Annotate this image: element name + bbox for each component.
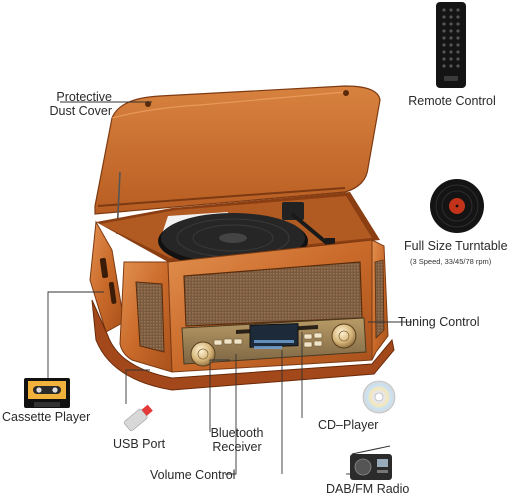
radio-display [249,323,299,348]
volume-knob [190,341,216,367]
label-dust-cover-line1: Protective [56,90,112,104]
cd-disc-icon [362,380,396,414]
label-remote-control: Remote Control [408,94,496,108]
label-turntable-speeds: (3 Speed, 33/45/78 rpm) [410,257,492,266]
label-dust-cover: Protective Dust Cover [40,90,112,118]
vinyl-record-icon [430,179,484,233]
label-usb-port: USB Port [113,437,166,451]
record-player-unit [89,85,395,391]
label-cd-player: CD–Player [318,418,379,432]
label-bluetooth-line2: Receiver [212,440,262,454]
cassette-tape-icon [24,378,70,408]
label-full-size-turntable: Full Size Turntable [404,239,508,253]
usb-stick-icon [123,404,153,432]
remote-control-icon [436,2,466,88]
label-cassette-player: Cassette Player [2,410,91,424]
label-volume-control: Volume Control [150,468,236,482]
label-dab-fm-radio: DAB/FM Radio [326,482,410,496]
tuning-knob [331,323,357,349]
radio-icon [350,445,392,480]
dust-cover-lid [94,85,381,215]
leader-lines [47,101,412,475]
label-tuning-control: Tuning Control [398,315,480,329]
label-bluetooth-receiver: Bluetooth Receiver [200,426,274,454]
label-bluetooth-line1: Bluetooth [210,426,264,440]
label-dust-cover-line2: Dust Cover [49,104,112,118]
